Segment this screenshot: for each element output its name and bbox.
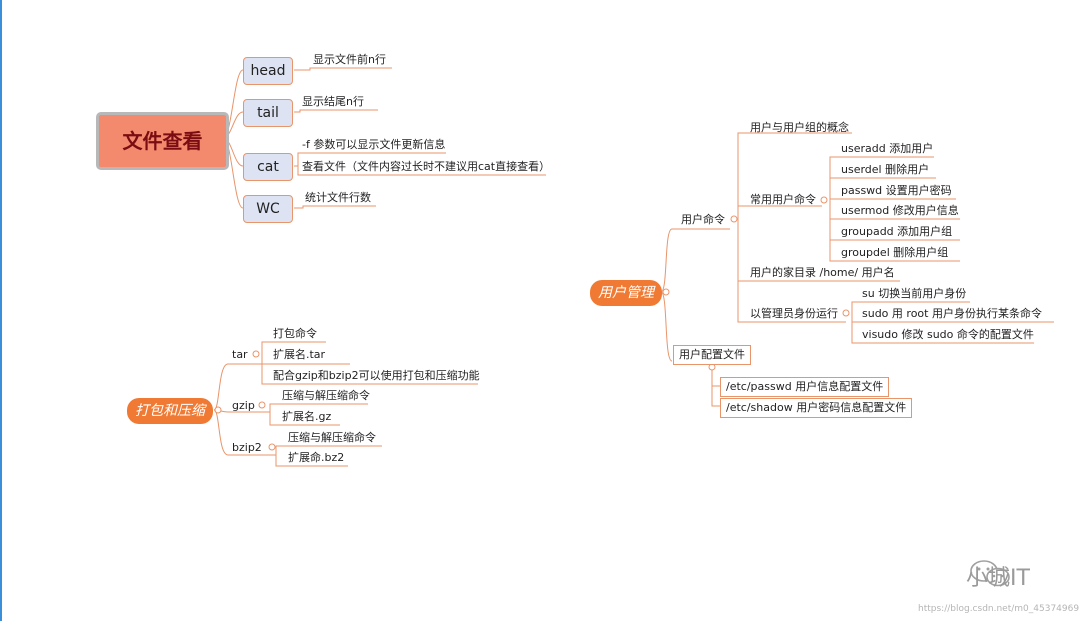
window-left-border — [0, 0, 2, 621]
config-shadow[interactable]: /etc/shadow 用户密码信息配置文件 — [720, 398, 913, 418]
user-topic[interactable]: 用户管理 — [590, 280, 662, 306]
user-config-branch[interactable]: 用户配置文件 — [673, 345, 751, 365]
user-home-dir[interactable]: 用户的家目录 /home/ 用户名 — [750, 266, 895, 279]
pack-bzip2[interactable]: bzip2 — [232, 441, 262, 454]
cmd-tail-node[interactable]: tail — [243, 99, 293, 127]
bzip2-item-cmd[interactable]: 压缩与解压缩命令 — [288, 431, 376, 444]
gzip-item-ext[interactable]: 扩展名.gz — [282, 410, 332, 423]
watermark-url: https://blog.csdn.net/m0_45374969 — [918, 604, 1080, 614]
gzip-item-cmd[interactable]: 压缩与解压缩命令 — [282, 389, 370, 402]
user-admin-branch[interactable]: 以管理员身份运行 — [750, 307, 838, 320]
cat-desc-f[interactable]: -f 参数可以显示文件更新信息 — [302, 138, 446, 151]
tar-item-ext[interactable]: 扩展名.tar — [273, 348, 326, 361]
cmd-wc-node[interactable]: WC — [243, 195, 293, 223]
wechat-logo-icon — [970, 560, 1010, 587]
pack-gzip[interactable]: gzip — [232, 399, 255, 412]
bzip2-item-ext[interactable]: 扩展命.bz2 — [288, 451, 345, 464]
cat-desc-view[interactable]: 查看文件（文件内容过长时不建议用cat直接查看） — [302, 160, 551, 173]
pack-topic[interactable]: 打包和压缩 — [127, 398, 213, 424]
common-groupadd[interactable]: groupadd 添加用户组 — [841, 225, 953, 238]
wc-desc[interactable]: 统计文件行数 — [305, 191, 371, 204]
cmd-cat-node[interactable]: cat — [243, 153, 293, 181]
common-passwd[interactable]: passwd 设置用户密码 — [841, 184, 952, 197]
user-concept[interactable]: 用户与用户组的概念 — [750, 121, 849, 134]
pack-tar[interactable]: tar — [232, 348, 248, 361]
user-common-branch[interactable]: 常用用户命令 — [750, 193, 816, 206]
config-passwd[interactable]: /etc/passwd 用户信息配置文件 — [720, 377, 890, 397]
admin-visudo[interactable]: visudo 修改 sudo 命令的配置文件 — [862, 328, 1034, 341]
admin-su[interactable]: su 切换当前用户身份 — [862, 287, 967, 300]
common-usermod[interactable]: usermod 修改用户信息 — [841, 204, 959, 217]
file-view-topic[interactable]: 文件查看 — [96, 112, 229, 170]
watermark-text: 小城IT — [966, 566, 1030, 591]
common-userdel[interactable]: userdel 删除用户 — [841, 163, 930, 176]
tar-item-combo[interactable]: 配合gzip和bzip2可以使用打包和压缩功能 — [273, 369, 480, 382]
admin-sudo[interactable]: sudo 用 root 用户身份执行某条命令 — [862, 307, 1042, 320]
user-cmd-branch[interactable]: 用户命令 — [681, 213, 725, 226]
common-useradd[interactable]: useradd 添加用户 — [841, 142, 934, 155]
tar-item-pack[interactable]: 打包命令 — [273, 327, 317, 340]
tail-desc[interactable]: 显示结尾n行 — [302, 95, 364, 108]
cmd-head-node[interactable]: head — [243, 57, 293, 85]
common-groupdel[interactable]: groupdel 删除用户组 — [841, 246, 949, 259]
head-desc[interactable]: 显示文件前n行 — [313, 53, 386, 66]
